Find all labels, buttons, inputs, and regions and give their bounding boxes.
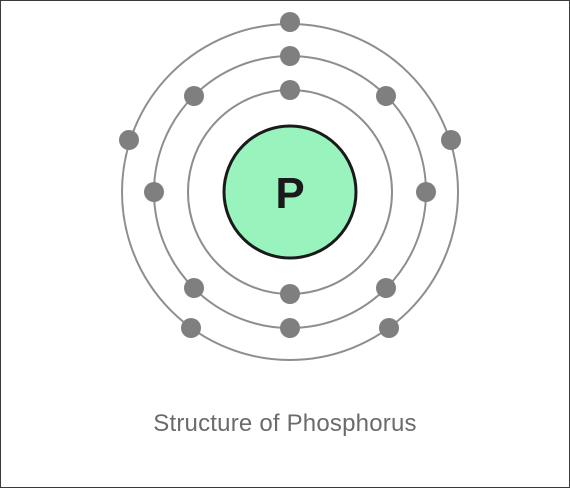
electron: [119, 130, 139, 150]
electron: [280, 12, 300, 32]
electron: [280, 284, 300, 304]
nucleus: [222, 124, 358, 260]
electron: [376, 278, 396, 298]
electron: [184, 278, 204, 298]
electron: [280, 80, 300, 100]
electron: [144, 182, 164, 202]
electron: [379, 318, 399, 338]
electron: [441, 130, 461, 150]
nucleus-symbol: P: [275, 169, 304, 218]
electron: [416, 182, 436, 202]
diagram-caption: Structure of Phosphorus: [153, 410, 417, 437]
electron: [184, 86, 204, 106]
electron: [280, 46, 300, 66]
electron: [280, 318, 300, 338]
electron: [376, 86, 396, 106]
electron: [181, 318, 201, 338]
